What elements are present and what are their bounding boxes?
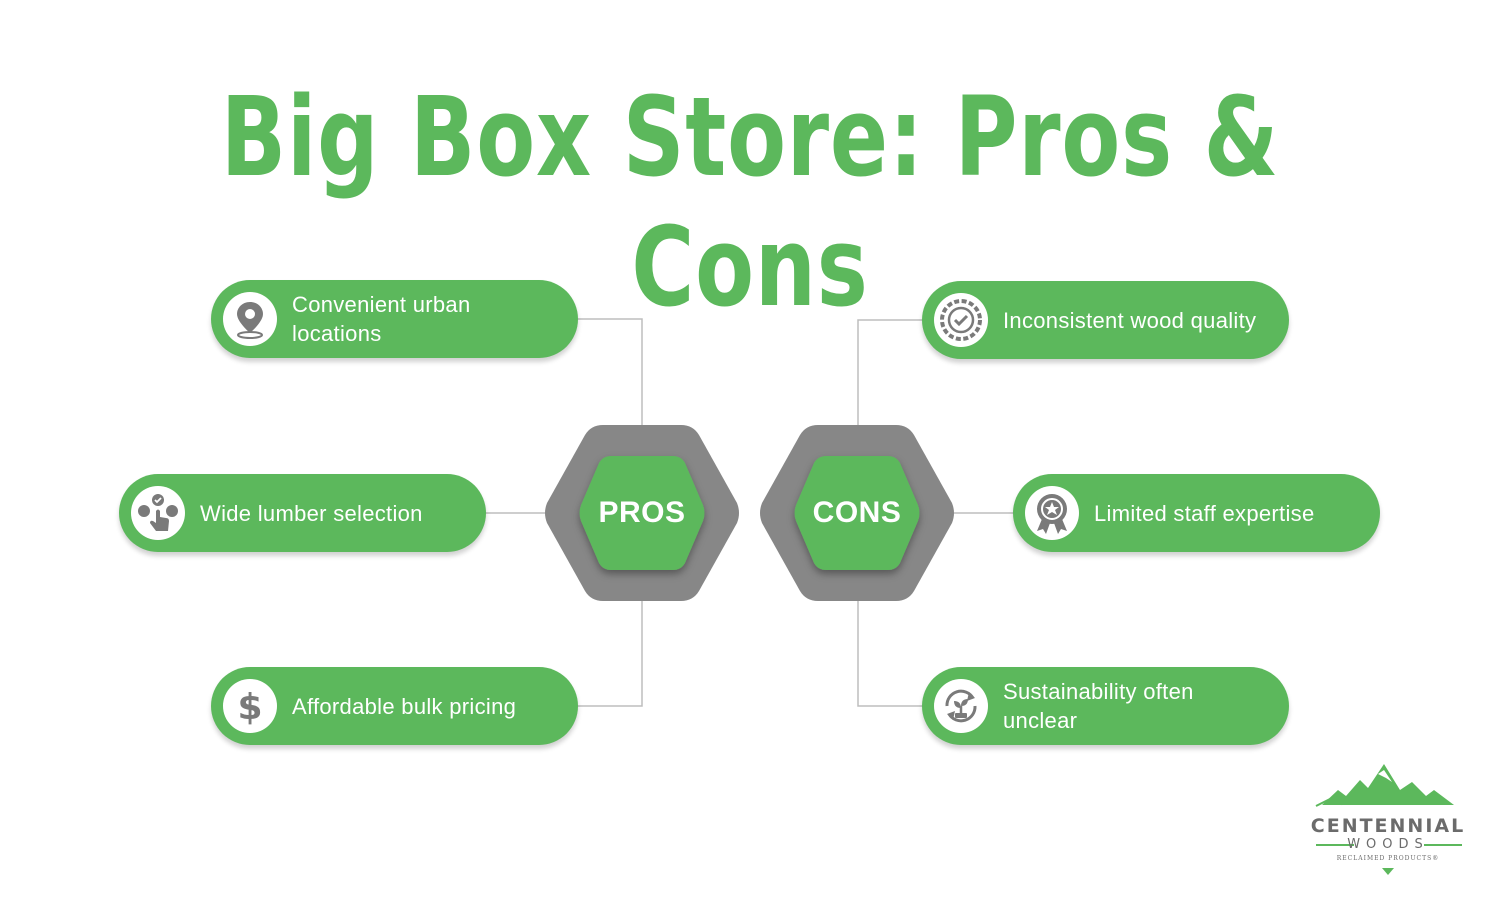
- cons-item-text: Limited staff expertise: [1094, 500, 1315, 526]
- map-pin-icon: [223, 292, 277, 346]
- connector-pros-3: [575, 598, 643, 707]
- pros-item-text: Affordable bulk pricing: [292, 693, 517, 719]
- connector-pros-1: [575, 318, 643, 428]
- page-title: Big Box Store: Pros & Cons: [220, 73, 1280, 331]
- award-ribbon-icon: [1025, 486, 1079, 540]
- logo-line-left: [1316, 844, 1354, 846]
- pros-hexagon: PROS: [543, 425, 741, 601]
- recycle-plant-icon: [934, 679, 988, 733]
- mountain-logo-icon: [1315, 764, 1454, 807]
- connector-cons-1: [857, 319, 925, 428]
- svg-text:$: $: [237, 687, 262, 726]
- pros-item-text: Wide lumber selection: [200, 500, 423, 526]
- quality-badge-icon: [934, 293, 988, 347]
- pros-hexagon-shape: [545, 425, 739, 601]
- cons-item-expertise: Limited staff expertise: [1013, 474, 1380, 552]
- logo-sub: WOODS: [1347, 837, 1429, 852]
- cons-item-text: Sustainability often unclear: [1003, 679, 1194, 733]
- selection-hand-icon: [131, 486, 185, 540]
- cons-item-text: Inconsistent wood quality: [1003, 307, 1257, 333]
- cons-label: CONS: [812, 496, 902, 529]
- logo-name: CENTENNIAL: [1310, 815, 1466, 837]
- connector-cons-3: [857, 598, 925, 707]
- cons-hexagon: CONS: [758, 425, 956, 601]
- pros-item-locations: Convenient urban locations: [211, 280, 578, 358]
- pros-item-selection: Wide lumber selection: [119, 474, 486, 552]
- cons-item-sustainability: Sustainability often unclear: [922, 667, 1289, 745]
- pros-label: PROS: [598, 496, 686, 529]
- pros-item-pricing: $ Affordable bulk pricing: [211, 667, 578, 745]
- logo-tagline: RECLAIMED PRODUCTS®: [1336, 855, 1440, 862]
- pros-item-text: Convenient urban locations: [292, 292, 471, 346]
- dollar-icon: $: [223, 679, 277, 733]
- cons-hexagon-shape: [760, 425, 954, 601]
- logo-arrow-icon: [1382, 868, 1394, 875]
- cons-item-quality: Inconsistent wood quality: [922, 281, 1289, 359]
- logo-line-right: [1424, 844, 1462, 846]
- centennial-woods-logo: CENTENNIAL WOODS RECLAIMED PRODUCTS®: [1308, 760, 1468, 880]
